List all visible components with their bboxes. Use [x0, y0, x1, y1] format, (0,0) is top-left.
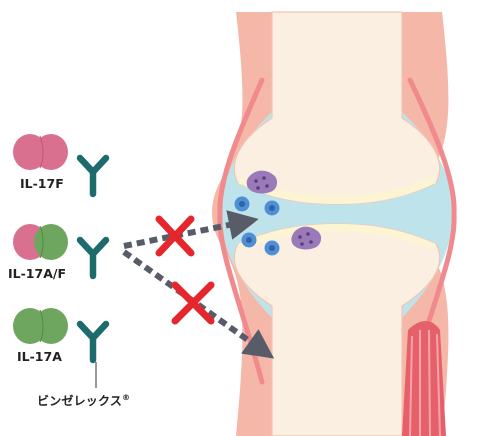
immune-cell [265, 241, 280, 256]
cytokine-label-il17a: IL-17A [17, 351, 62, 364]
immune-cell [235, 197, 250, 212]
joint-illustration [212, 12, 454, 436]
antibody-icon [80, 324, 106, 360]
muscle-bundle [402, 321, 446, 436]
cytokine-subunit-right [34, 134, 68, 170]
immune-cell [265, 201, 280, 216]
cytokine-il17af [13, 224, 68, 260]
antibody-icon [80, 240, 106, 276]
cytokine-subunit-right [34, 308, 68, 344]
cytokine-subunit-right [34, 224, 68, 260]
cytokine-label-il17af: IL-17A/F [8, 268, 66, 281]
block-x-mark [175, 285, 211, 321]
antibody-icon [80, 158, 106, 194]
drug-name: ビンゼレックス [37, 394, 122, 408]
cytokine-il17a [13, 308, 68, 344]
immune-cell [242, 233, 257, 248]
registered-mark: ® [122, 393, 130, 402]
cytokine-label-il17f: IL-17F [20, 178, 64, 191]
drug-label: ビンゼレックス® [37, 394, 130, 407]
cytokine-il17f [13, 134, 68, 170]
